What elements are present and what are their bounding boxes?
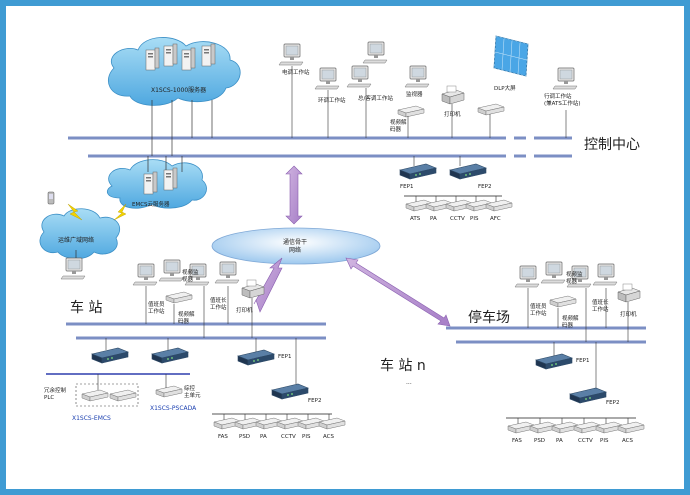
ats-workstation: 行调工作站(兼ATS工作站) — [544, 67, 580, 138]
subsystem-label: ACS — [323, 434, 335, 440]
svg-text:值班长工作站: 值班长工作站 — [592, 298, 609, 313]
station-fep-a — [91, 347, 129, 364]
lightning-icon — [113, 203, 127, 221]
network-diagram: X1SCS-1000服务器 EMCS云服务器 运维广域网络 控制中心 — [39, 35, 646, 444]
ems-cloud: EMCS云服务器 — [106, 159, 207, 209]
svg-text:视频解码器: 视频解码器 — [178, 310, 195, 325]
station-bus — [66, 322, 326, 340]
dlp-screen: DLP大屏 — [477, 35, 529, 138]
link-arrows — [253, 165, 451, 327]
depot-fep1 — [535, 353, 573, 370]
fep2-control: FEP2 — [449, 156, 491, 190]
printer: 打印机 — [441, 85, 465, 138]
control-center-title: 控制中心 — [584, 137, 640, 153]
fep1-control: FEP1 — [399, 156, 437, 190]
station-links — [105, 286, 297, 384]
subsystem-label: FAS — [512, 438, 522, 444]
station-workstations: 值班员工作站 视频监视器 值班长工作站 视频解码器 打印机 — [132, 259, 265, 325]
subsystem-label: PIS — [470, 216, 479, 222]
monitor-device: 监视器 — [404, 65, 430, 98]
subsystem-label: CCTV — [450, 216, 465, 222]
svg-text:综控主单元: 综控主单元 — [184, 384, 201, 399]
svg-text:视频解码器: 视频解码器 — [562, 314, 579, 329]
subsystem-label: ACS — [622, 438, 634, 444]
station-fep1 — [237, 349, 275, 366]
svg-text:行调工作站(兼ATS工作站): 行调工作站(兼ATS工作站) — [544, 92, 580, 107]
control-center-bus — [68, 136, 572, 158]
general-workstation: 总/客调工作站 — [346, 41, 393, 138]
laptop-icon — [60, 257, 86, 280]
lightning-icon — [67, 203, 83, 221]
subsystem-label: PSD — [239, 434, 250, 440]
subsystem-label: PA — [556, 438, 563, 444]
svg-text:FEP2: FEP2 — [478, 184, 491, 190]
backbone-network: 通信骨干 网络 — [211, 227, 381, 265]
subsystem-label: FAS — [218, 434, 228, 440]
svg-text:FEP1: FEP1 — [400, 184, 413, 190]
svg-text:视频监视器: 视频监视器 — [182, 268, 199, 283]
svg-text:打印机: 打印机 — [620, 310, 637, 318]
svg-text:电调工作站: 电调工作站 — [282, 68, 310, 76]
subsystem-label: PA — [260, 434, 267, 440]
backbone-label-2: 网络 — [289, 246, 301, 254]
svg-text:X1SCS-EMCS: X1SCS-EMCS — [72, 415, 111, 422]
cloud-servers-label: X1SCS-1000服务器 — [151, 86, 206, 94]
wan-cloud: 运维广域网络 — [39, 208, 121, 260]
svg-text:值班员工作站: 值班员工作站 — [530, 302, 547, 317]
depot-title: 停车场 — [468, 309, 510, 326]
svg-text:视频监视器: 视频监视器 — [566, 270, 583, 285]
subsystem-label: PSD — [534, 438, 545, 444]
video-decoder: 视频解码器 — [390, 105, 425, 138]
mobile-device-icon — [47, 191, 55, 205]
subsystem-label: AFC — [490, 216, 501, 222]
wan-label: 运维广域网络 — [58, 236, 94, 244]
cc-subsystems: ATS PA CCTV PIS AFC — [405, 196, 513, 222]
station-n-ellipsis: ... — [406, 379, 412, 386]
subsystem-label: PIS — [302, 434, 311, 440]
subsystem-label: PIS — [600, 438, 609, 444]
svg-text:FEP2: FEP2 — [606, 400, 619, 406]
svg-text:值班长工作站: 值班长工作站 — [210, 296, 227, 311]
station-title: 车 站 — [70, 299, 102, 316]
subsystem-label: PA — [430, 216, 437, 222]
subsystem-label: CCTV — [578, 438, 593, 444]
svg-text:监视器: 监视器 — [406, 90, 423, 98]
svg-text:打印机: 打印机 — [444, 110, 461, 118]
diagram-panel: X1SCS-1000服务器 EMCS云服务器 运维广域网络 控制中心 — [6, 6, 684, 489]
server-links — [147, 100, 213, 172]
backbone-label-1: 通信骨干 — [283, 238, 307, 246]
server-cloud: X1SCS-1000服务器 — [108, 37, 241, 106]
svg-text:FEP1: FEP1 — [278, 354, 291, 360]
ems-cloud-label: EMCS云服务器 — [132, 200, 170, 208]
svg-text:DLP大屏: DLP大屏 — [494, 84, 516, 92]
svg-text:视频解码器: 视频解码器 — [390, 118, 407, 133]
env-workstation: 环调工作站 — [314, 67, 346, 138]
depot-links — [527, 288, 629, 390]
depot-bus — [446, 326, 646, 344]
svg-text:打印机: 打印机 — [236, 306, 253, 314]
depot-fep2 — [569, 387, 607, 404]
dispatch-workstation: 电调工作站 — [278, 43, 310, 138]
subsystem-device — [318, 417, 346, 430]
station-pscada: 综控主单元 X1SCS-PSCADA — [150, 374, 201, 412]
station-fep2 — [271, 383, 309, 400]
svg-text:总/客调工作站: 总/客调工作站 — [358, 94, 393, 102]
svg-text:环调工作站: 环调工作站 — [318, 96, 346, 104]
depot-workstations: 值班员工作站 视频监视器 值班长工作站 视频解码器 打印机 — [514, 261, 641, 329]
depot-subsystems: FAS PSD PA CCTV PIS ACS — [507, 418, 645, 444]
station-fep-b — [151, 347, 189, 364]
station-n-title: 车 站 n — [380, 357, 426, 374]
subsystem-device — [617, 421, 645, 434]
subsystem-label: ATS — [410, 216, 421, 222]
station-subsystems: FAS PSD PA CCTV PIS ACS — [213, 414, 346, 440]
subsystem-device — [485, 199, 513, 212]
svg-text:X1SCS-PSCADA: X1SCS-PSCADA — [150, 405, 197, 412]
svg-text:值班员工作站: 值班员工作站 — [148, 300, 165, 315]
svg-text:FEP1: FEP1 — [576, 358, 589, 364]
svg-text:FEP2: FEP2 — [308, 398, 321, 404]
subsystem-label: CCTV — [281, 434, 296, 440]
